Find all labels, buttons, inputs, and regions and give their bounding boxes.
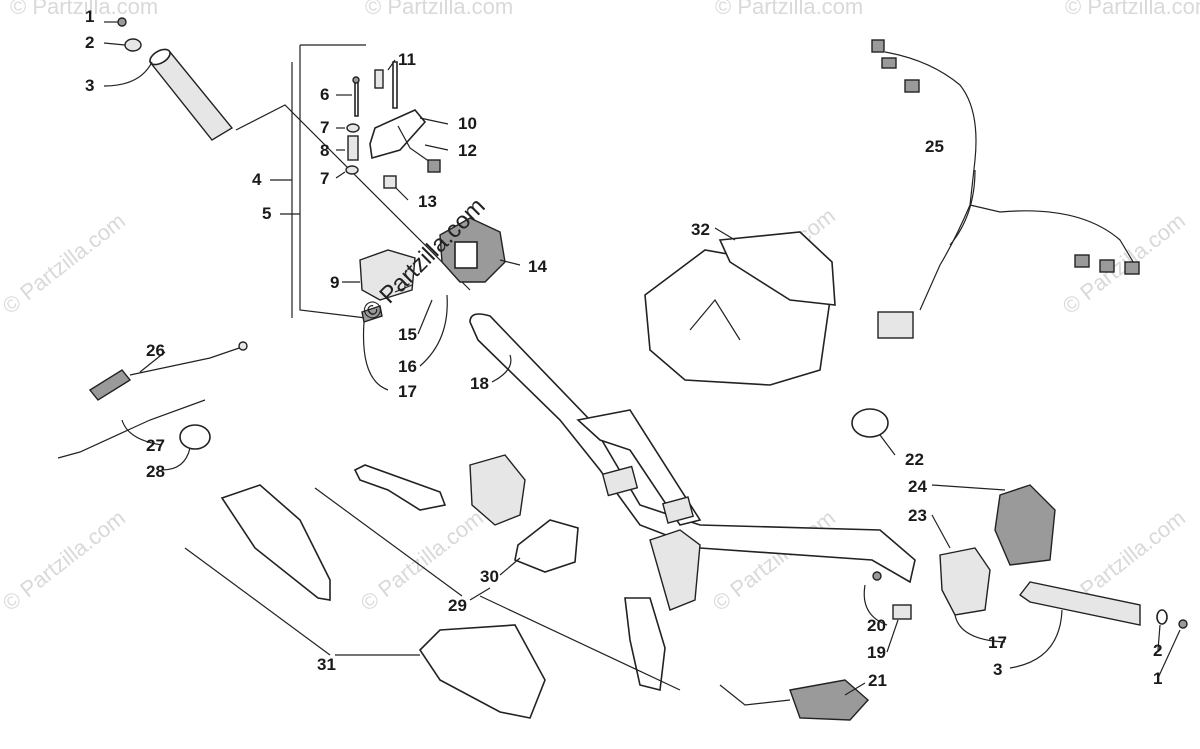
callout-number-c15: 15 — [398, 325, 417, 344]
callout-number-c30: 30 — [480, 567, 499, 586]
callout-number-c1a: 1 — [85, 7, 94, 26]
watermark: © Partzilla.com — [0, 505, 130, 616]
callout-number-c7b: 7 — [320, 169, 329, 188]
callout-number-c5: 5 — [262, 204, 271, 223]
assembly-bracket-lines — [235, 44, 471, 319]
callout-number-c31: 31 — [317, 655, 336, 674]
callout-number-c20: 20 — [867, 616, 886, 635]
callout-number-c21: 21 — [868, 671, 887, 690]
watermark: © Partzilla.com — [10, 0, 158, 19]
hand-guards — [220, 484, 546, 719]
callout-number-c22: 22 — [905, 450, 924, 469]
callout-number-c13: 13 — [418, 192, 437, 211]
callout-number-c4: 4 — [252, 170, 262, 189]
callout-number-c24: 24 — [908, 477, 927, 496]
callout-number-c8: 8 — [320, 141, 329, 160]
guard-mount-brackets — [353, 454, 701, 691]
callout-number-c3b: 3 — [993, 660, 1002, 679]
callout-number-c3a: 3 — [85, 76, 94, 95]
handlebar-bag — [644, 231, 836, 386]
watermark: © Partzilla.com — [365, 0, 513, 19]
callout-number-c10: 10 — [458, 114, 477, 133]
callout-number-c27: 27 — [146, 436, 165, 455]
callout-number-c2b: 2 — [1153, 641, 1162, 660]
callout-number-c16: 16 — [398, 357, 417, 376]
callout-number-c26: 26 — [146, 341, 165, 360]
callout-number-c19: 19 — [867, 643, 886, 662]
watermark: © Partzilla.com — [1065, 0, 1200, 19]
callout-number-c1b: 1 — [1153, 669, 1162, 688]
callout-number-c29: 29 — [448, 596, 467, 615]
leader-lines — [103, 21, 1181, 696]
left-grip — [117, 17, 234, 141]
callout-number-c17b: 17 — [988, 633, 1007, 652]
watermark: © Partzilla.com — [708, 505, 840, 616]
watermark: © Partzilla.com — [715, 0, 863, 19]
callout-number-c7a: 7 — [320, 118, 329, 137]
throttle-lever-parts — [345, 61, 441, 189]
callout-number-c17a: 17 — [398, 382, 417, 401]
watermark: © Partzilla.com — [0, 208, 130, 319]
callout-number-c18: 18 — [470, 374, 489, 393]
callout-number-c11: 11 — [398, 50, 416, 69]
watermark: © Partzilla.com — [356, 505, 488, 616]
callout-number-c32: 32 — [691, 220, 710, 239]
right-controls — [719, 408, 1188, 721]
callout-number-c28: 28 — [146, 462, 165, 481]
handlebar — [469, 313, 916, 584]
callout-number-c14: 14 — [528, 257, 547, 276]
callout-number-c23: 23 — [908, 506, 927, 525]
throttle-housing — [359, 217, 506, 323]
callout-number-c9: 9 — [330, 273, 339, 292]
callout-number-c2a: 2 — [85, 33, 94, 52]
callout-number-c25: 25 — [925, 137, 944, 156]
throttle-cable — [57, 341, 248, 459]
callout-number-c6: 6 — [320, 85, 329, 104]
callout-number-c12: 12 — [458, 141, 477, 160]
